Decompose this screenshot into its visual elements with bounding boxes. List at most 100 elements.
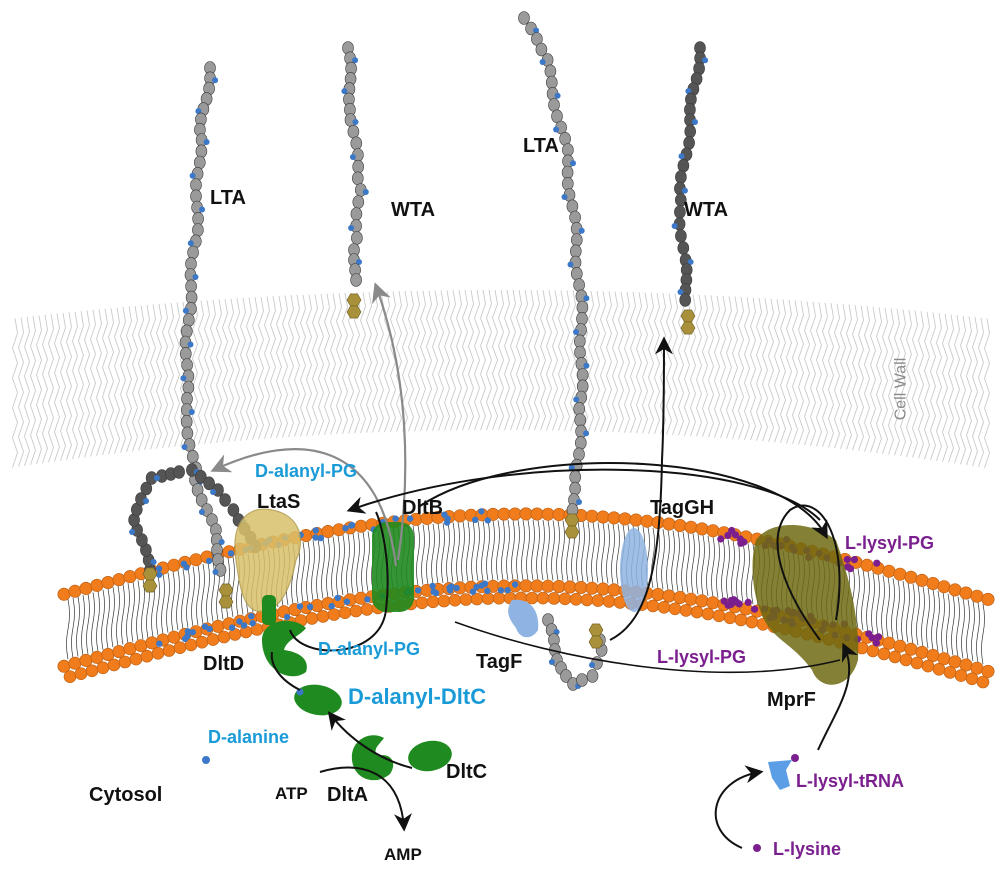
d-alanyl-pg-dot — [472, 517, 478, 523]
d-alanyl-dot — [188, 342, 194, 348]
lipid-tail — [422, 525, 425, 585]
cell-wall-strand — [469, 290, 474, 430]
lipid-head — [883, 565, 895, 577]
d-alanyl-pg-dot — [335, 595, 341, 601]
lipid-head — [124, 642, 136, 654]
cell-wall-strand — [721, 296, 726, 438]
cell-wall-strand — [169, 303, 174, 447]
lipid-tail — [892, 578, 895, 638]
lipid-head — [75, 668, 87, 680]
lipid-tail — [477, 521, 480, 581]
cell-wall-strand — [841, 304, 846, 449]
lipid-tail — [557, 521, 560, 581]
lipid-head — [911, 657, 923, 669]
lipid-head — [91, 579, 103, 591]
d-alanyl-pg-bottom-label: D-alanyl-PG — [318, 640, 420, 658]
lipid-tail — [887, 577, 890, 637]
lipid-tail — [172, 572, 175, 632]
cell-wall-strand — [871, 307, 876, 453]
d-alanyl-pg-dot — [329, 603, 335, 609]
cell-wall-strand — [175, 303, 180, 447]
lipid-tail — [417, 525, 420, 585]
lipid-tail — [957, 597, 960, 657]
lipid-head — [80, 582, 92, 594]
cell-wall-strand — [589, 291, 594, 431]
d-alanyl-pg-dot — [202, 624, 208, 630]
lta-right-chain-bead — [546, 76, 557, 89]
cell-wall-strand — [649, 293, 654, 434]
lipid-head — [960, 587, 972, 599]
d-alanyl-pg-dot — [190, 629, 196, 635]
d-alanyl-dot — [692, 119, 698, 125]
lipid-head — [520, 508, 532, 520]
lipid-head — [339, 607, 351, 619]
lipid-head — [966, 673, 978, 685]
d-alanyl-pg-dot — [249, 620, 255, 626]
lipid-head — [663, 518, 675, 530]
lipid-head — [955, 670, 967, 682]
lipid-tail — [902, 581, 905, 641]
tagf-label: TagF — [476, 652, 522, 672]
lipid-head — [570, 593, 582, 605]
lipid-head — [927, 577, 939, 589]
d-alanyl-pg-dot — [342, 525, 348, 531]
lipid-tail — [537, 520, 540, 580]
cell-wall-strand — [415, 291, 420, 431]
d-alanyl-pg-top-label: D-alanyl-PG — [255, 462, 357, 480]
lipid-tail — [907, 583, 910, 643]
lta-right-chain-bead — [570, 482, 581, 495]
lipid-head — [900, 654, 912, 666]
lipid-head — [933, 663, 945, 675]
lipid-head — [449, 594, 461, 606]
cell-wall-strand — [559, 290, 564, 430]
d-alanyl-dltc-label: D-alanyl-DltC — [348, 686, 486, 708]
lipid-head — [597, 511, 609, 523]
wta-left-chain-bead — [351, 137, 362, 150]
lipid-tail — [347, 534, 350, 594]
lipid-tail — [482, 521, 485, 581]
atp-label: ATP — [275, 785, 308, 802]
cell-wall-strand — [229, 299, 234, 442]
lipid-head — [581, 594, 593, 606]
lipid-tail — [307, 541, 310, 601]
wta-right-chain-anchor — [681, 310, 695, 322]
l-lysine-label: L-lysine — [773, 840, 841, 858]
lipid-head — [350, 605, 362, 617]
lipid-tail — [662, 529, 665, 589]
lipid-head — [905, 571, 917, 583]
cell-wall-strand — [745, 297, 750, 440]
cell-wall-strand — [433, 291, 438, 431]
d-alanyl-pg-dot — [307, 604, 313, 610]
cell-wall-strand — [163, 304, 168, 449]
cell-wall-strand — [115, 308, 120, 454]
l-lysine-dot — [753, 844, 761, 852]
cell-wall-strand — [781, 300, 786, 443]
lipid-tail — [717, 538, 720, 598]
l-lysyl-trna-label: L-lysyl-tRNA — [796, 772, 904, 790]
lipid-tail — [867, 572, 870, 632]
d-alanyl-dot — [129, 529, 135, 535]
l-lysyl-pg-dot — [717, 535, 724, 542]
lipid-head — [427, 596, 439, 608]
ltas-label: LtaS — [257, 492, 300, 512]
d-alanyl-pg-dot — [182, 636, 188, 642]
cell-wall-strand — [949, 314, 954, 462]
dltd-protein — [262, 621, 307, 676]
cell-wall-strand — [487, 290, 492, 430]
cell-wall-strand — [763, 298, 768, 441]
cell-wall-strand — [79, 311, 84, 458]
cell-wall-strand — [301, 295, 306, 437]
lta-right-chain-bead — [549, 99, 560, 112]
lipid-tail — [232, 557, 235, 617]
lysine-to-trna-arrow — [716, 772, 760, 848]
d-alanyl-pg-dot — [228, 550, 234, 556]
d-alanyl-pg-dot — [297, 603, 303, 609]
lipid-tail — [672, 531, 675, 591]
cell-wall-strand — [931, 313, 936, 461]
lipid-tail — [682, 532, 685, 592]
lipid-head — [317, 610, 329, 622]
lipid-tail — [967, 600, 970, 660]
cell-wall-strand — [601, 291, 606, 431]
lipid-head — [889, 651, 901, 663]
